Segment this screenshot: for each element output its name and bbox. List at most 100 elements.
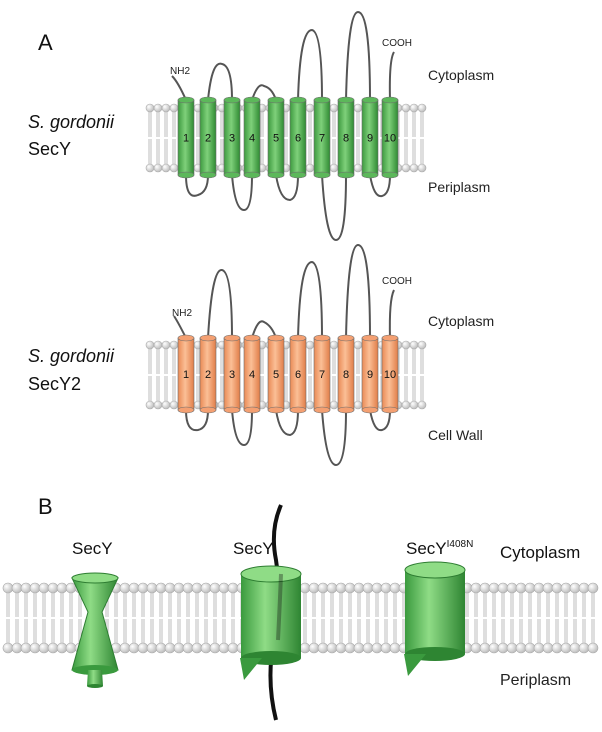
tm-number-6: 6 [295, 369, 301, 381]
mutant-plug [404, 654, 426, 676]
tm-number-3: 3 [229, 133, 235, 145]
channel-1-label: SecY [72, 539, 113, 558]
channel-3-base: SecY [406, 539, 447, 558]
loop-2-3 [207, 62, 233, 101]
tm-number-5: 5 [273, 133, 279, 145]
tm-number-7: 7 [319, 133, 325, 145]
periplasm-label-b: Periplasm [500, 672, 571, 689]
tm-number-6: 6 [295, 133, 301, 145]
loops-secy [171, 10, 395, 242]
tm-helix-1: 1 [177, 334, 195, 414]
loop-3-4 [231, 174, 253, 212]
loop2-7-8 [321, 409, 347, 467]
tm-helix-1: 1 [177, 96, 195, 179]
tm-number-9: 9 [367, 133, 373, 145]
cterm-label-secy: COOH [382, 38, 412, 49]
cellwall-label-secy2: Cell Wall [428, 427, 483, 443]
loop2-6-7 [297, 260, 323, 339]
tm-helix-9: 9 [361, 334, 379, 414]
tm-number-1: 1 [183, 369, 189, 381]
cterm-tail-2 [388, 289, 395, 339]
loop-5-6 [275, 174, 299, 202]
tm-helix-3: 3 [223, 334, 241, 414]
tm-number-8: 8 [343, 133, 349, 145]
tm-helices-secy2: 1 2 3 4 5 6 7 8 9 10 [177, 334, 399, 414]
loop-7-8 [321, 174, 347, 242]
hourglass-top [71, 572, 119, 584]
cterm-tail [388, 51, 395, 101]
loop2-4-5 [251, 320, 277, 339]
cytoplasm-label-secy: Cytoplasm [428, 67, 494, 83]
tm-number-9: 9 [367, 369, 373, 381]
protein-label-secy2: SecY2 [28, 374, 81, 394]
tm-number-10: 10 [384, 133, 396, 145]
species-label-secy2: S. gordonii [28, 346, 115, 366]
nterm-tail-2 [173, 315, 187, 339]
tm-helix-7: 7 [313, 96, 331, 179]
nterm-tail [171, 75, 187, 101]
nterm-label-secy2: NH2 [172, 308, 192, 319]
loop2-8-9 [345, 243, 371, 339]
tm-number-4: 4 [249, 369, 255, 381]
tm-helix-5: 5 [267, 334, 285, 414]
channel-secy-open [240, 504, 302, 721]
tm-helix-9: 9 [361, 96, 379, 179]
channel-2-label: SecY [233, 539, 274, 558]
loop-6-7 [297, 28, 323, 101]
tm-helix-2: 2 [199, 96, 217, 179]
panel-a-label: A [38, 30, 53, 55]
loop-9-10 [369, 174, 391, 198]
open-cylinder-top [240, 565, 302, 583]
tm-helix-6: 6 [289, 334, 307, 414]
loop-1-2 [185, 174, 209, 197]
tm-number-8: 8 [343, 369, 349, 381]
panel-b-label: B [38, 494, 53, 519]
channel-secy-closed [71, 572, 119, 688]
tm-number-2: 2 [205, 369, 211, 381]
tm-number-3: 3 [229, 369, 235, 381]
loop2-1-2 [185, 409, 209, 432]
tm-helix-10: 10 [381, 96, 399, 179]
tm-helix-4: 4 [243, 96, 261, 179]
tm-helices-secy: 1 2 3 4 5 6 7 8 9 10 [177, 96, 399, 179]
periplasm-label-secy: Periplasm [428, 179, 490, 195]
open-cylinder-body [241, 574, 301, 658]
channel-3-label: SecYI408N [406, 539, 473, 558]
polypeptide-in-pore [276, 573, 283, 641]
cterm-label-secy2: COOH [382, 276, 412, 287]
loop-4-5 [251, 84, 277, 101]
tm-helix-6: 6 [289, 96, 307, 179]
channel-3-superscript: I408N [447, 539, 474, 550]
tm-helix-7: 7 [313, 334, 331, 414]
channel-secy-i408n [404, 561, 466, 676]
cytoplasm-label-b: Cytoplasm [500, 543, 580, 562]
tm-helix-5: 5 [267, 96, 285, 179]
species-label-secy: S. gordonii [28, 112, 115, 132]
tm-helix-10: 10 [381, 334, 399, 414]
plug-end [87, 684, 103, 688]
nterm-label-secy: NH2 [170, 66, 190, 77]
tm-helix-8: 8 [337, 96, 355, 179]
loop2-5-6 [275, 409, 299, 437]
tm-number-2: 2 [205, 133, 211, 145]
loop2-9-10 [369, 409, 391, 432]
tm-helix-2: 2 [199, 334, 217, 414]
tm-helix-4: 4 [243, 334, 261, 414]
loop2-2-3 [207, 269, 233, 339]
cytoplasm-label-secy2: Cytoplasm [428, 313, 494, 329]
protein-label-secy: SecY [28, 139, 71, 159]
tm-helix-8: 8 [337, 334, 355, 414]
mutant-cylinder-body [405, 570, 465, 654]
tm-number-5: 5 [273, 369, 279, 381]
tm-number-7: 7 [319, 369, 325, 381]
tm-helix-3: 3 [223, 96, 241, 179]
displaced-plug [240, 658, 262, 680]
plug-stem [87, 670, 103, 686]
tm-number-4: 4 [249, 133, 255, 145]
tm-number-1: 1 [183, 133, 189, 145]
loop-8-9 [345, 10, 371, 101]
loop2-3-4 [231, 409, 253, 447]
tm-number-10: 10 [384, 369, 396, 381]
